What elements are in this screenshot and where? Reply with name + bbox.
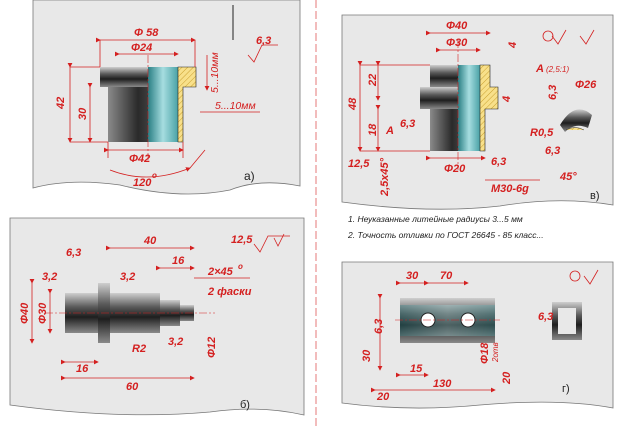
bracket-side-view <box>552 302 582 340</box>
dim-d40b: Φ40 <box>19 302 31 324</box>
dim-l16a: 16 <box>172 255 185 267</box>
dim-d12: Φ12 <box>206 337 218 358</box>
rough-6-3: 6,3 <box>256 35 271 47</box>
dim-d24: Φ24 <box>131 42 152 54</box>
dim-l70: 70 <box>440 270 453 282</box>
angle-45: 45° <box>559 171 577 183</box>
dim-h22: 22 <box>367 74 379 87</box>
dim-mm2: 5...10мм <box>215 100 256 112</box>
panel-v-label: в) <box>590 190 600 202</box>
rough-v3: 6,3 <box>547 85 559 100</box>
rough-g2: 6,3 <box>538 311 553 323</box>
note-line-1: 1. Неуказанные литейные радиусы 3...5 мм <box>348 214 523 224</box>
rough-v2: 6,3 <box>491 156 506 168</box>
dim-h18: 18 <box>367 123 379 136</box>
dim-h4b: 4 <box>501 96 513 103</box>
dim-h4a: 4 <box>507 42 519 49</box>
panel-v: Φ40 Φ30 Φ20 48 22 18 4 4 12,5 2,5x45° 6,… <box>341 14 614 210</box>
dim-mm1: 5...10мм <box>209 52 221 93</box>
dim-d58: Φ 58 <box>134 27 159 39</box>
rough-b2: 3,2 <box>42 271 57 283</box>
angle-degree: o <box>152 171 157 180</box>
fitting-section-hatch <box>479 64 499 152</box>
detail-scale: (2,5:1) <box>546 65 569 74</box>
bracket-channel <box>400 305 495 336</box>
roughness-symbol-g <box>583 269 599 285</box>
rough-b4: 3,2 <box>168 336 183 348</box>
rough-main: 12,5 <box>231 234 253 246</box>
dim-r2: R2 <box>132 343 146 355</box>
panel-g-label: г) <box>562 383 570 395</box>
dim-h30: 30 <box>77 107 89 120</box>
roughness-circle-v <box>542 30 554 42</box>
roughness-circle-g <box>569 270 581 282</box>
dim-d18: Φ18 <box>479 342 491 364</box>
dim-l60: 60 <box>126 381 139 393</box>
dim-holes: 2отв <box>491 342 500 363</box>
rough-b1: 6,3 <box>66 247 81 259</box>
dim-d20: Φ20 <box>444 163 466 175</box>
dim-l130: 130 <box>433 378 452 390</box>
rough-g1: 6,3 <box>373 319 385 334</box>
panel-a-label: а) <box>244 169 255 183</box>
roughness-symbol-v <box>551 29 567 45</box>
dim-d30b: Φ30 <box>37 302 49 324</box>
fitting-bore <box>458 65 480 151</box>
dim-h30g: 30 <box>361 349 373 362</box>
chamfer-degree: o <box>238 262 243 271</box>
dim-l40: 40 <box>143 235 157 247</box>
dim-h48: 48 <box>347 97 359 111</box>
dim-l20b: 20 <box>501 371 513 385</box>
bushing-section-hatch <box>177 66 197 143</box>
roughness-symbol-v2 <box>579 29 595 45</box>
bushing-bore <box>148 67 178 142</box>
shaft-step <box>160 300 180 326</box>
roughness-check <box>273 233 285 247</box>
panel-b-label: б) <box>240 399 250 411</box>
panel-a: Φ 58 Φ24 Φ42 42 30 120 o а) 6,3 5...10мм… <box>32 0 301 195</box>
dim-chamfer-v: 2,5x45° <box>379 157 391 197</box>
rough-v1: 6,3 <box>400 118 415 130</box>
thread-m30: M30-6g <box>491 183 529 195</box>
dim-h12-5: 12,5 <box>348 158 370 170</box>
chamfer-b: 2×45 <box>207 266 234 278</box>
dim-d42: Φ42 <box>129 153 150 165</box>
dim-d30: Φ30 <box>446 37 468 49</box>
rough-b3: 3,2 <box>120 271 135 283</box>
dim-l15: 15 <box>410 363 423 375</box>
rough-v4: 6,3 <box>545 145 560 157</box>
view-a-letter: A <box>385 125 394 137</box>
panel-b: 40 16 16 60 Φ40 Φ30 Φ12 R2 12,5 6,3 3,2 … <box>9 217 305 416</box>
roughness-main-symbol <box>253 235 290 253</box>
dim-l30g: 30 <box>406 270 419 282</box>
dim-d40: Φ40 <box>446 20 468 32</box>
chamfer-count: 2 фаски <box>207 286 252 298</box>
dim-l16b: 16 <box>76 363 89 375</box>
dim-l20a: 20 <box>376 391 390 403</box>
detail-a: A <box>535 63 544 75</box>
angle-arc <box>109 167 191 178</box>
notes: 1. Неуказанные литейные радиусы 3...5 мм… <box>347 214 544 240</box>
angle-leader <box>189 149 206 169</box>
dim-r05: R0,5 <box>530 127 554 139</box>
detail-a-section <box>560 109 592 132</box>
angle-120: 120 <box>133 177 152 189</box>
roughness-symbol <box>247 44 278 63</box>
dim-d26: Φ26 <box>575 79 597 91</box>
note-line-2: 2. Точность отливки по ГОСТ 26645 - 85 к… <box>347 230 544 240</box>
panel-g: 30 70 15 130 20 20 30 Φ18 2отв 6,3 6,3 г… <box>341 261 614 409</box>
dim-h42: 42 <box>55 97 67 110</box>
detail-a-hatch <box>565 127 585 131</box>
